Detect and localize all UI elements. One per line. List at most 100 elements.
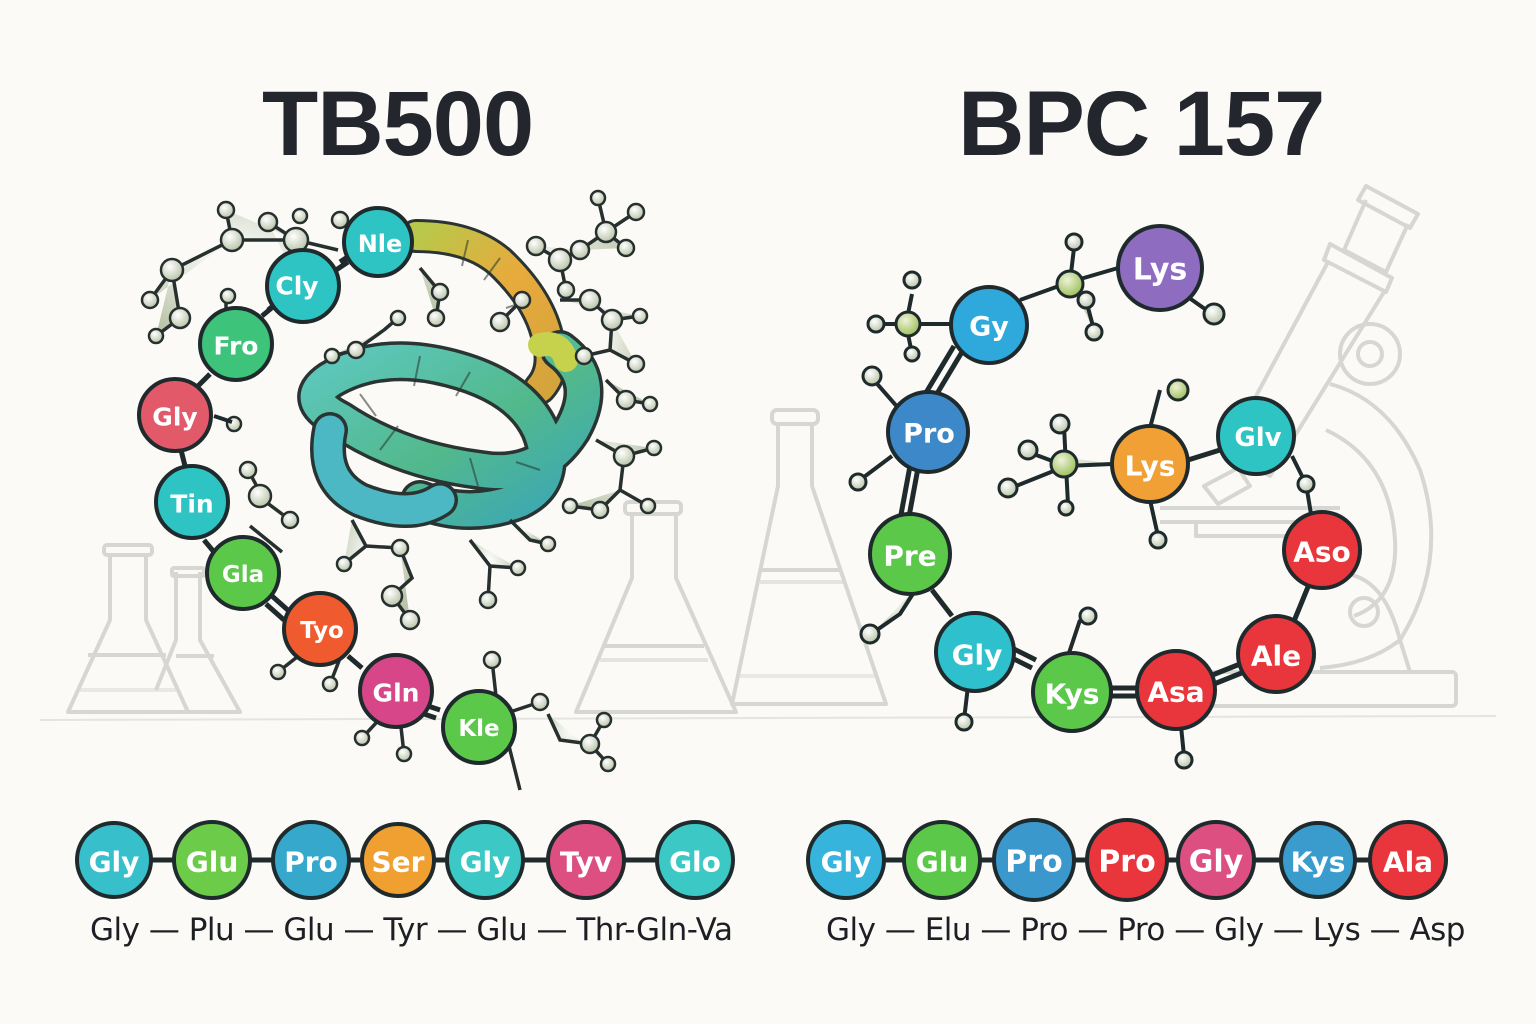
svg-text:Fro: Fro: [214, 332, 259, 361]
chain-bead: Glu: [172, 820, 252, 900]
sequence-residue: Lys: [1312, 912, 1361, 948]
residue-node: Kle: [441, 689, 517, 765]
residue-node: Lys: [1116, 224, 1204, 312]
residue-node: Gln: [358, 653, 434, 729]
sequence-residue: Asp: [1409, 912, 1465, 948]
residue-node: Ale: [1236, 614, 1316, 694]
chain-bead: Gly: [75, 821, 153, 899]
sequence-dash: —: [234, 912, 284, 948]
residue-node: Tyo: [282, 591, 358, 667]
residue-node: Gly: [934, 611, 1016, 693]
bpc157-residues: Lys Gy Pro Lys Glv Pre Aso Gly: [868, 224, 1362, 733]
tb500-linear-chain: Gly Glu Pro Ser Gly Tyv Glo: [75, 820, 735, 900]
tb500-residues: Nle Cly Fro Gly Tin Gla Tyo Gln: [137, 206, 517, 765]
svg-text:Lys: Lys: [1125, 450, 1176, 483]
residue-node: Gy: [949, 285, 1029, 365]
bpc157-linear-chain: Gly Glu Pro Pro Gly Kys Ala: [806, 818, 1448, 902]
svg-text:Gy: Gy: [969, 312, 1009, 343]
chain-bead: Gly: [1176, 820, 1256, 900]
sequence-dash: —: [1360, 912, 1410, 948]
svg-text:Pre: Pre: [883, 540, 936, 573]
chain-bead: Gly: [445, 820, 525, 900]
svg-text:Lys: Lys: [1133, 253, 1188, 288]
sequence-dash: —: [1067, 912, 1118, 948]
svg-text:Gln: Gln: [373, 679, 420, 708]
chain-bead: Glu: [902, 820, 982, 900]
sequence-residue: Tyr: [383, 912, 428, 948]
svg-text:Gly: Gly: [952, 639, 1003, 672]
sequence-residue: Elu: [924, 912, 972, 948]
svg-text:Pro: Pro: [1005, 845, 1062, 880]
sequence-residue: Gly: [1214, 912, 1264, 948]
svg-text:Ale: Ale: [1251, 640, 1301, 673]
residue-node: Tin: [154, 464, 230, 540]
svg-text:Gly: Gly: [89, 846, 140, 879]
svg-text:Gly: Gly: [152, 403, 197, 432]
svg-text:Pro: Pro: [903, 419, 955, 450]
flask-icon: [66, 543, 190, 714]
svg-text:Ala: Ala: [1383, 846, 1433, 879]
sequence-residue: Thr-Gln-Va: [576, 912, 733, 948]
tb500-sequence-text: Gly — Plu — Glu — Tyr — Glu — Thr-Gln-Va: [90, 912, 733, 948]
sequence-residue: Gly: [90, 912, 140, 948]
lab-glassware-background: [39, 184, 1497, 721]
svg-text:Gla: Gla: [222, 562, 264, 588]
flask-icon: [730, 408, 888, 706]
flask-icon: [154, 566, 242, 714]
svg-text:Kle: Kle: [458, 716, 499, 742]
residue-node: Nle: [342, 206, 414, 278]
svg-text:Nle: Nle: [358, 230, 403, 258]
svg-text:Cly: Cly: [275, 272, 318, 301]
residue-node: Asa: [1135, 649, 1217, 731]
flask-icon: [574, 500, 738, 714]
residue-node: Glv: [1216, 396, 1296, 476]
sequence-residue: Pro: [1117, 912, 1165, 948]
sequence-residue: Gly: [826, 912, 876, 948]
svg-text:Kys: Kys: [1291, 846, 1346, 879]
chain-bead: Ala: [1368, 820, 1448, 900]
svg-text:Kys: Kys: [1045, 678, 1100, 711]
svg-text:Asa: Asa: [1147, 676, 1204, 709]
title-tb500: TB500: [262, 73, 534, 175]
svg-text:Glo: Glo: [669, 846, 721, 879]
sequence-residue: Plu: [188, 912, 235, 948]
svg-text:Glv: Glv: [1234, 423, 1281, 453]
svg-text:Ser: Ser: [372, 846, 425, 879]
residue-node: Aso: [1282, 510, 1362, 590]
bpc157-side-chains: [848, 232, 1316, 770]
sequence-dash: —: [427, 912, 477, 948]
sequence-dash: —: [527, 912, 577, 948]
svg-text:Aso: Aso: [1293, 536, 1351, 569]
svg-text:Tyv: Tyv: [560, 846, 612, 879]
svg-text:Glu: Glu: [916, 846, 969, 879]
residue-node: Cly: [265, 248, 341, 324]
svg-text:Gly: Gly: [460, 846, 511, 879]
microscope-icon: [1160, 184, 1458, 708]
sequence-dash: —: [334, 912, 384, 948]
tb500-side-chains: [140, 189, 663, 791]
svg-text:Pro: Pro: [284, 846, 338, 879]
chain-bead: Pro: [992, 818, 1076, 902]
title-bpc157: BPC 157: [958, 73, 1325, 175]
sequence-dash: —: [139, 912, 189, 948]
residue-node: Pro: [886, 390, 970, 474]
tb500-helix-ribbon: [297, 219, 604, 530]
residue-node: Kys: [1031, 651, 1113, 733]
residue-node: Pre: [868, 512, 952, 596]
sequence-dash: —: [1164, 912, 1215, 948]
sequence-residue: Glu: [476, 912, 528, 948]
bpc157-sequence-text: Gly — Elu — Pro — Pro — Gly — Lys — Asp: [826, 912, 1465, 948]
chain-bead: Pro: [1085, 818, 1169, 902]
residue-node: Lys: [1110, 424, 1190, 504]
svg-text:Pro: Pro: [1098, 845, 1155, 880]
svg-text:Tin: Tin: [170, 490, 213, 519]
sequence-dash: —: [875, 912, 925, 948]
chain-bead: Tyv: [546, 820, 626, 900]
chain-bead: Glo: [655, 820, 735, 900]
svg-text:Gly: Gly: [821, 846, 872, 879]
residue-node: Gla: [205, 535, 281, 611]
chain-bead: Pro: [271, 820, 351, 900]
sequence-dash: —: [971, 912, 1021, 948]
chain-bead: Kys: [1279, 821, 1357, 899]
